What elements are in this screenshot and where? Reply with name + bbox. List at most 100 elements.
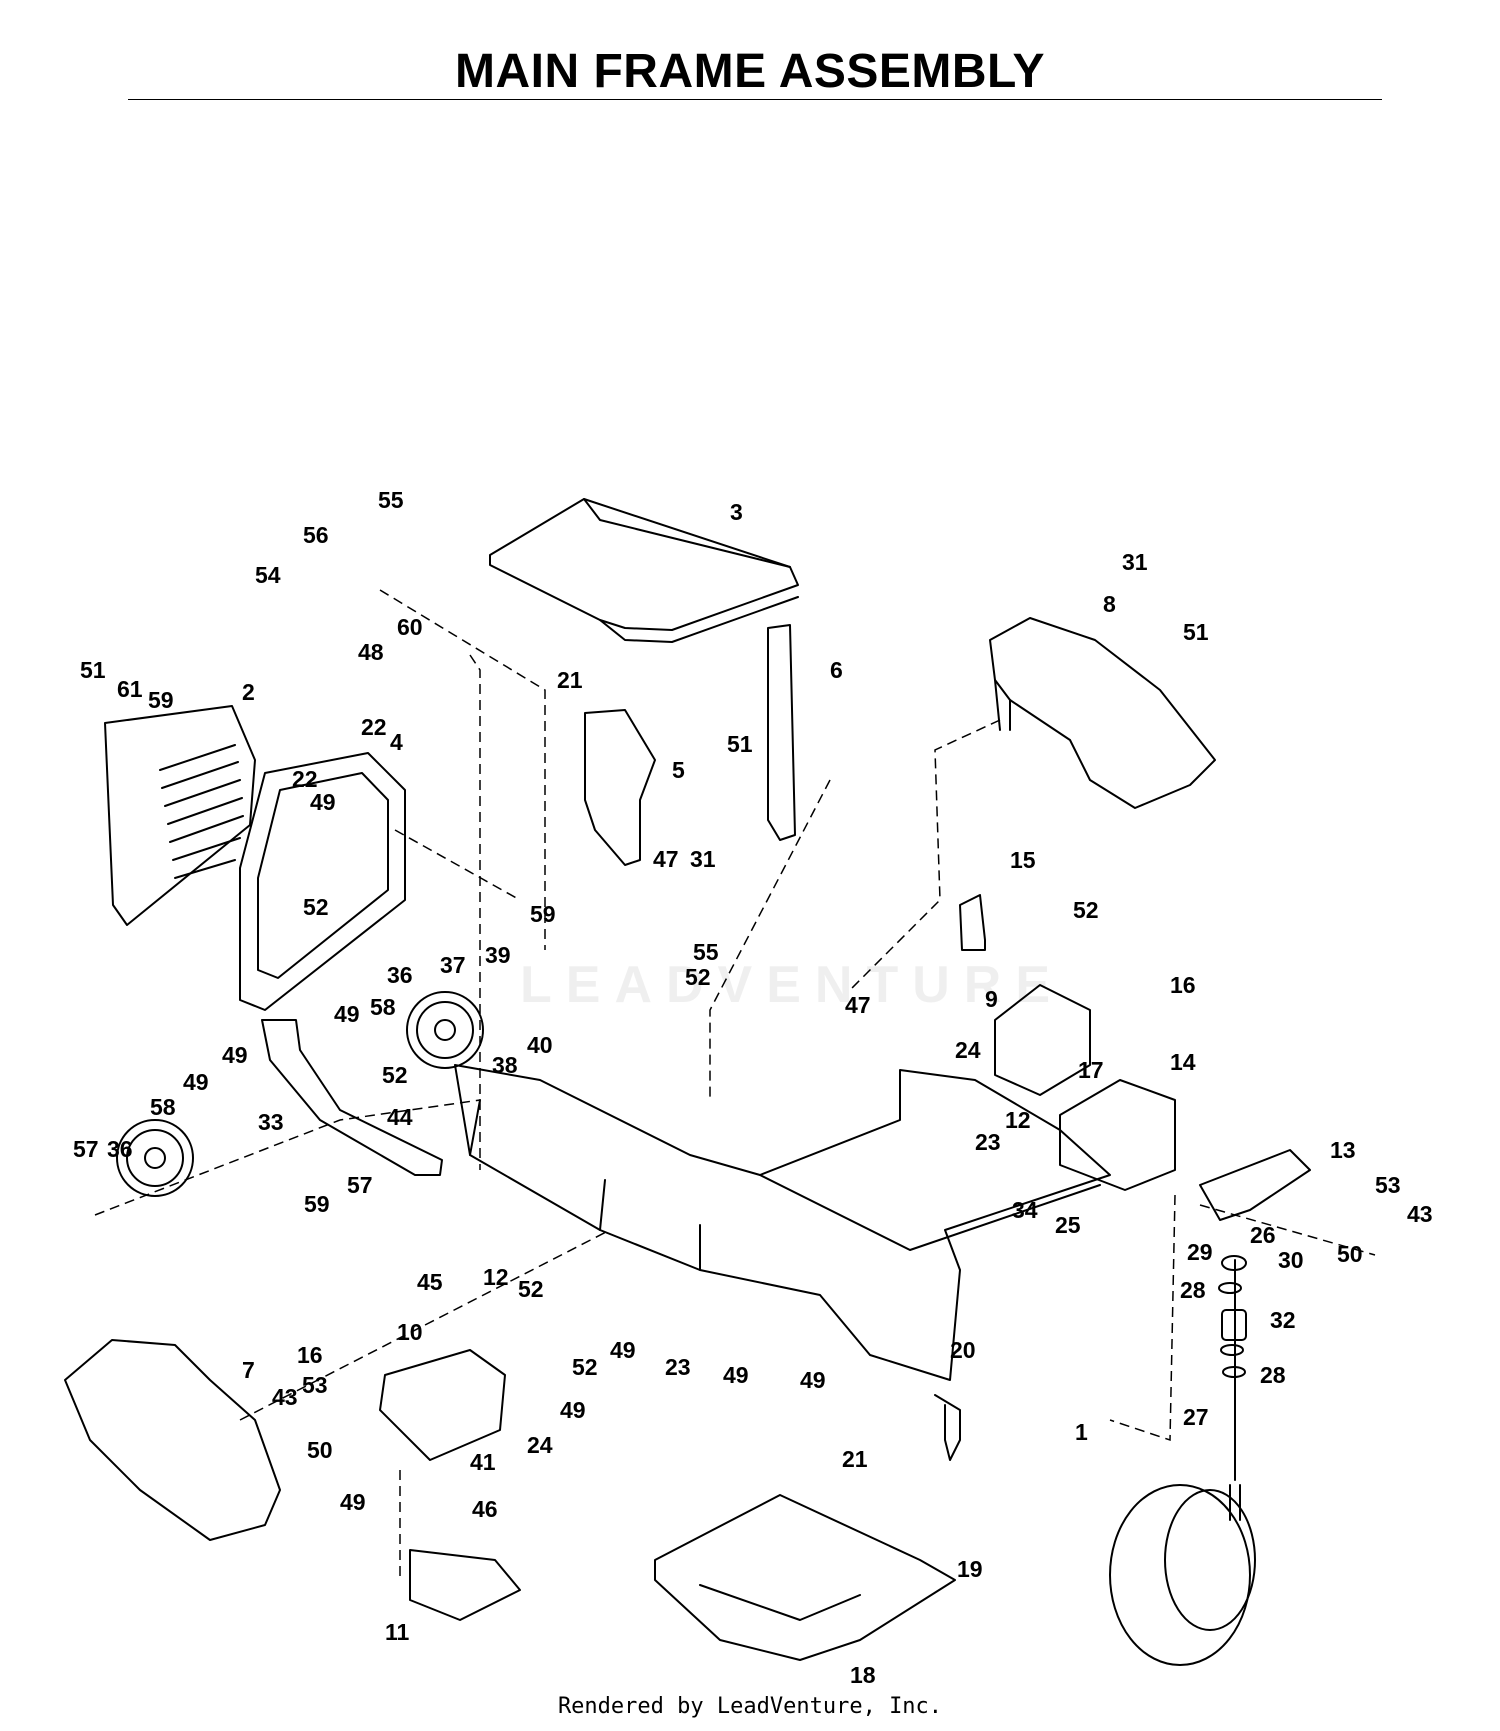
callout-label: 5	[672, 757, 685, 783]
callout-label: 21	[557, 667, 583, 693]
callout-label: 59	[530, 901, 556, 927]
callout-label: 12	[1005, 1107, 1031, 1133]
callout-label: 9	[985, 986, 998, 1012]
callout-label: 20	[950, 1337, 976, 1363]
footer-credit: Rendered by LeadVenture, Inc.	[557, 1694, 943, 1719]
part-box-bracket	[994, 984, 1311, 1221]
callout-label: 54	[255, 562, 281, 588]
callout-label: 49	[340, 1489, 366, 1515]
callout-label: 45	[417, 1269, 443, 1295]
callout-label: 47	[845, 992, 871, 1018]
callout-label: 49	[183, 1069, 209, 1095]
callout-label: 55	[378, 487, 404, 513]
callout-label: 61	[117, 676, 143, 702]
callout-label: 49	[222, 1042, 248, 1068]
callout-label: 36	[107, 1136, 133, 1162]
callout-label: 16	[297, 1342, 323, 1368]
callout-label: 37	[440, 952, 466, 978]
callout-label: 50	[1337, 1241, 1363, 1267]
callout-label: 23	[665, 1354, 691, 1380]
title-rule	[128, 99, 1382, 100]
callout-label: 49	[800, 1367, 826, 1393]
callout-label: 51	[80, 657, 106, 683]
callout-label: 25	[1055, 1212, 1081, 1238]
callout-label: 2	[242, 679, 255, 705]
callout-label: 49	[610, 1337, 636, 1363]
callout-label: 1	[1075, 1419, 1088, 1445]
callout-label: 22	[361, 714, 387, 740]
callout-label: 52	[303, 894, 329, 920]
callout-label: 57	[73, 1136, 99, 1162]
callout-label: 41	[470, 1449, 496, 1475]
page-title: MAIN FRAME ASSEMBLY	[455, 45, 1045, 98]
callout-label: 22	[292, 766, 318, 792]
callout-labels: 1 2 3 4 5 6 7 8 9 10 11 12 12 13 14 15 1…	[73, 487, 1433, 1688]
callout-label: 36	[387, 962, 413, 988]
callout-label: 58	[370, 994, 396, 1020]
callout-label: 10	[397, 1319, 423, 1345]
callout-label: 29	[1187, 1239, 1213, 1265]
callout-label: 39	[485, 942, 511, 968]
callout-label: 13	[1330, 1137, 1356, 1163]
part-grille-panel	[104, 705, 256, 926]
callout-label: 47	[653, 846, 679, 872]
callout-label: 53	[302, 1372, 328, 1398]
part-floor-pan	[654, 1494, 956, 1661]
callout-label: 58	[150, 1094, 176, 1120]
callout-label: 6	[830, 657, 843, 683]
callout-label: 51	[727, 731, 753, 757]
callout-label: 31	[1122, 549, 1148, 575]
callout-label: 18	[850, 1662, 876, 1688]
callout-label: 27	[1183, 1404, 1209, 1430]
callout-label: 51	[1183, 619, 1209, 645]
callout-label: 15	[1010, 847, 1036, 873]
callout-label: 11	[385, 1619, 410, 1645]
callout-label: 44	[387, 1104, 413, 1130]
part-uprights	[584, 624, 796, 866]
callout-label: 55	[693, 939, 719, 965]
part-bracket-lower-left	[379, 1349, 521, 1621]
callout-label: 59	[304, 1191, 330, 1217]
callout-label: 60	[397, 614, 423, 640]
callout-label: 23	[975, 1129, 1001, 1155]
callout-label: 4	[390, 729, 403, 755]
part-main-frame	[454, 1064, 1111, 1461]
part-tube	[959, 894, 986, 951]
part-left-fender	[64, 1339, 281, 1541]
callout-label: 46	[472, 1496, 498, 1522]
callout-label: 32	[1270, 1307, 1296, 1333]
part-arm	[261, 1019, 443, 1176]
part-caster-pivot	[1218, 1255, 1247, 1378]
callout-label: 24	[527, 1432, 553, 1458]
callout-label: 7	[242, 1357, 255, 1383]
callout-label: 52	[518, 1276, 544, 1302]
callout-label: 49	[723, 1362, 749, 1388]
part-right-fender	[989, 617, 1216, 809]
callout-label: 49	[334, 1001, 360, 1027]
callout-label: 52	[382, 1062, 408, 1088]
callout-label: 38	[492, 1052, 518, 1078]
callout-label: 21	[842, 1446, 868, 1472]
callout-label: 14	[1170, 1049, 1196, 1075]
callout-label: 53	[1375, 1172, 1401, 1198]
callout-label: 12	[483, 1264, 509, 1290]
callout-label: 52	[1073, 897, 1099, 923]
callout-label: 40	[527, 1032, 553, 1058]
callout-label: 48	[358, 639, 384, 665]
callout-label: 16	[1170, 972, 1196, 998]
callout-label: 50	[307, 1437, 333, 1463]
callout-label: 43	[272, 1384, 298, 1410]
callout-label: 31	[690, 846, 716, 872]
part-caster-wheel	[1109, 1259, 1256, 1666]
callout-label: 3	[730, 499, 743, 525]
part-side-frame	[239, 752, 406, 1011]
watermark: LEADVENTURE	[520, 956, 1065, 1014]
part-pulley-upper	[406, 991, 484, 1069]
callout-label: 28	[1260, 1362, 1286, 1388]
callout-label: 57	[347, 1172, 373, 1198]
callout-label: 24	[955, 1037, 981, 1063]
callout-label: 8	[1103, 591, 1116, 617]
callout-label: 56	[303, 522, 329, 548]
callout-label: 52	[685, 964, 711, 990]
